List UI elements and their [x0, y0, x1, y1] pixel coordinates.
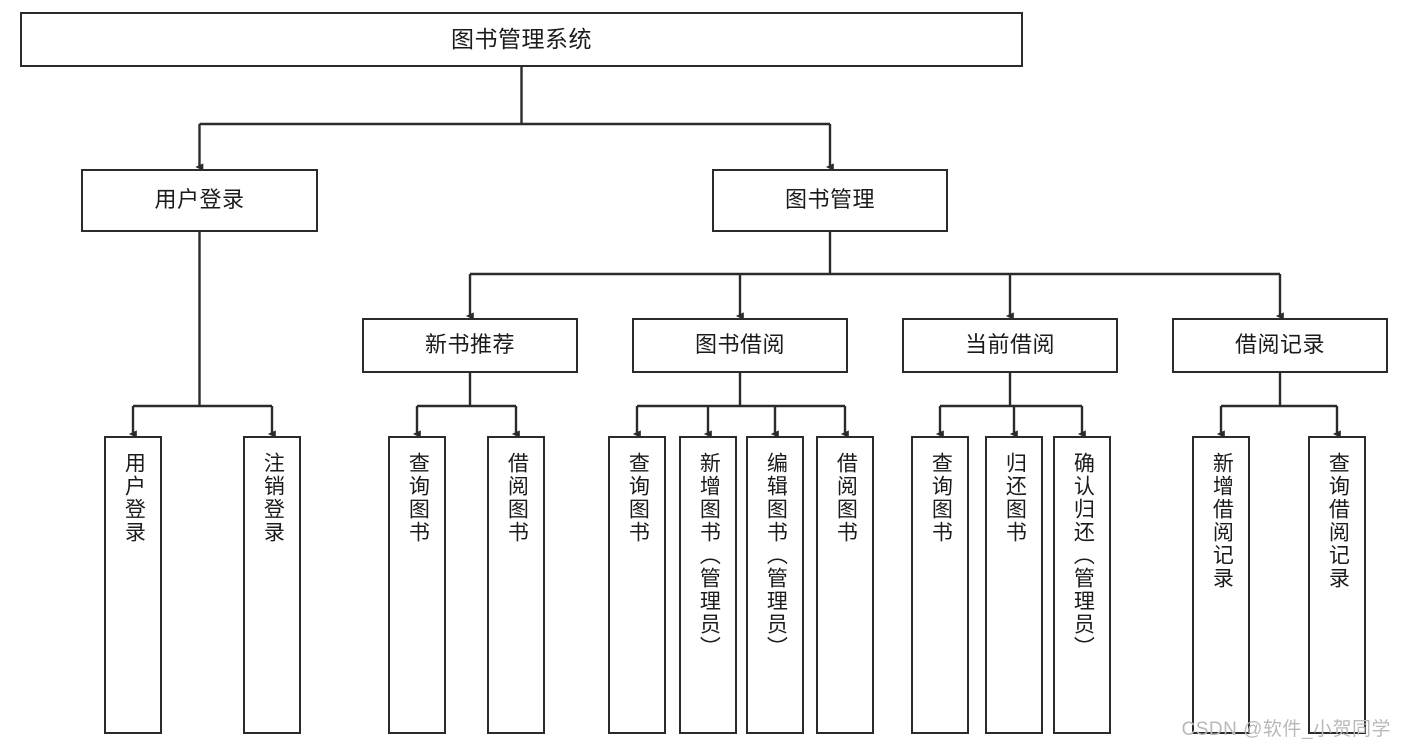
node-label-root: 图书管理系统: [451, 25, 592, 52]
node-leaf-confirm-return[interactable]: 确认归还（管理员）: [1053, 436, 1111, 734]
node-root[interactable]: 图书管理系统: [20, 12, 1023, 67]
node-user-login[interactable]: 用户登录: [81, 169, 318, 232]
node-label-current-borrow: 当前借阅: [964, 332, 1055, 358]
node-leaf-borrow-book-1[interactable]: 借阅图书: [487, 436, 545, 734]
node-leaf-query-book-3[interactable]: 查询图书: [911, 436, 969, 734]
node-leaf-query-record[interactable]: 查询借阅记录: [1308, 436, 1366, 734]
node-label-leaf-edit-book: 编辑图书（管理员）: [764, 452, 788, 659]
node-label-user-login: 用户登录: [154, 187, 245, 213]
node-label-borrow-record: 借阅记录: [1234, 332, 1325, 358]
node-label-book-manage: 图书管理: [784, 187, 875, 213]
node-borrow-record[interactable]: 借阅记录: [1172, 318, 1388, 373]
node-leaf-add-book[interactable]: 新增图书（管理员）: [679, 436, 737, 734]
node-leaf-query-book-1[interactable]: 查询图书: [388, 436, 446, 734]
node-leaf-return-book[interactable]: 归还图书: [985, 436, 1043, 734]
node-label-leaf-logout: 注销登录: [261, 452, 285, 544]
watermark-text: CSDN @软件_小贺同学: [1181, 719, 1391, 740]
node-book-manage[interactable]: 图书管理: [712, 169, 948, 232]
node-current-borrow[interactable]: 当前借阅: [902, 318, 1118, 373]
node-label-leaf-confirm-return: 确认归还（管理员）: [1071, 452, 1095, 659]
node-leaf-query-book-2[interactable]: 查询图书: [608, 436, 666, 734]
node-label-leaf-query-book-2: 查询图书: [626, 452, 650, 544]
node-leaf-add-record[interactable]: 新增借阅记录: [1192, 436, 1250, 734]
node-label-new-book-recommend: 新书推荐: [424, 332, 515, 358]
node-leaf-borrow-book-2[interactable]: 借阅图书: [816, 436, 874, 734]
node-label-leaf-borrow-book-1: 借阅图书: [505, 452, 529, 544]
node-label-leaf-add-record: 新增借阅记录: [1210, 452, 1234, 590]
node-label-leaf-query-book-3: 查询图书: [929, 452, 953, 544]
node-label-leaf-query-record: 查询借阅记录: [1326, 452, 1350, 590]
node-label-leaf-borrow-book-2: 借阅图书: [834, 452, 858, 544]
node-leaf-logout[interactable]: 注销登录: [243, 436, 301, 734]
node-label-leaf-return-book: 归还图书: [1003, 452, 1027, 544]
node-label-leaf-add-book: 新增图书（管理员）: [697, 452, 721, 659]
node-new-book-recommend[interactable]: 新书推荐: [362, 318, 578, 373]
node-book-borrow[interactable]: 图书借阅: [632, 318, 848, 373]
node-label-leaf-user-login: 用户登录: [122, 452, 146, 544]
node-label-book-borrow: 图书借阅: [694, 332, 785, 358]
node-leaf-user-login[interactable]: 用户登录: [104, 436, 162, 734]
node-label-leaf-query-book-1: 查询图书: [406, 452, 430, 544]
node-leaf-edit-book[interactable]: 编辑图书（管理员）: [746, 436, 804, 734]
